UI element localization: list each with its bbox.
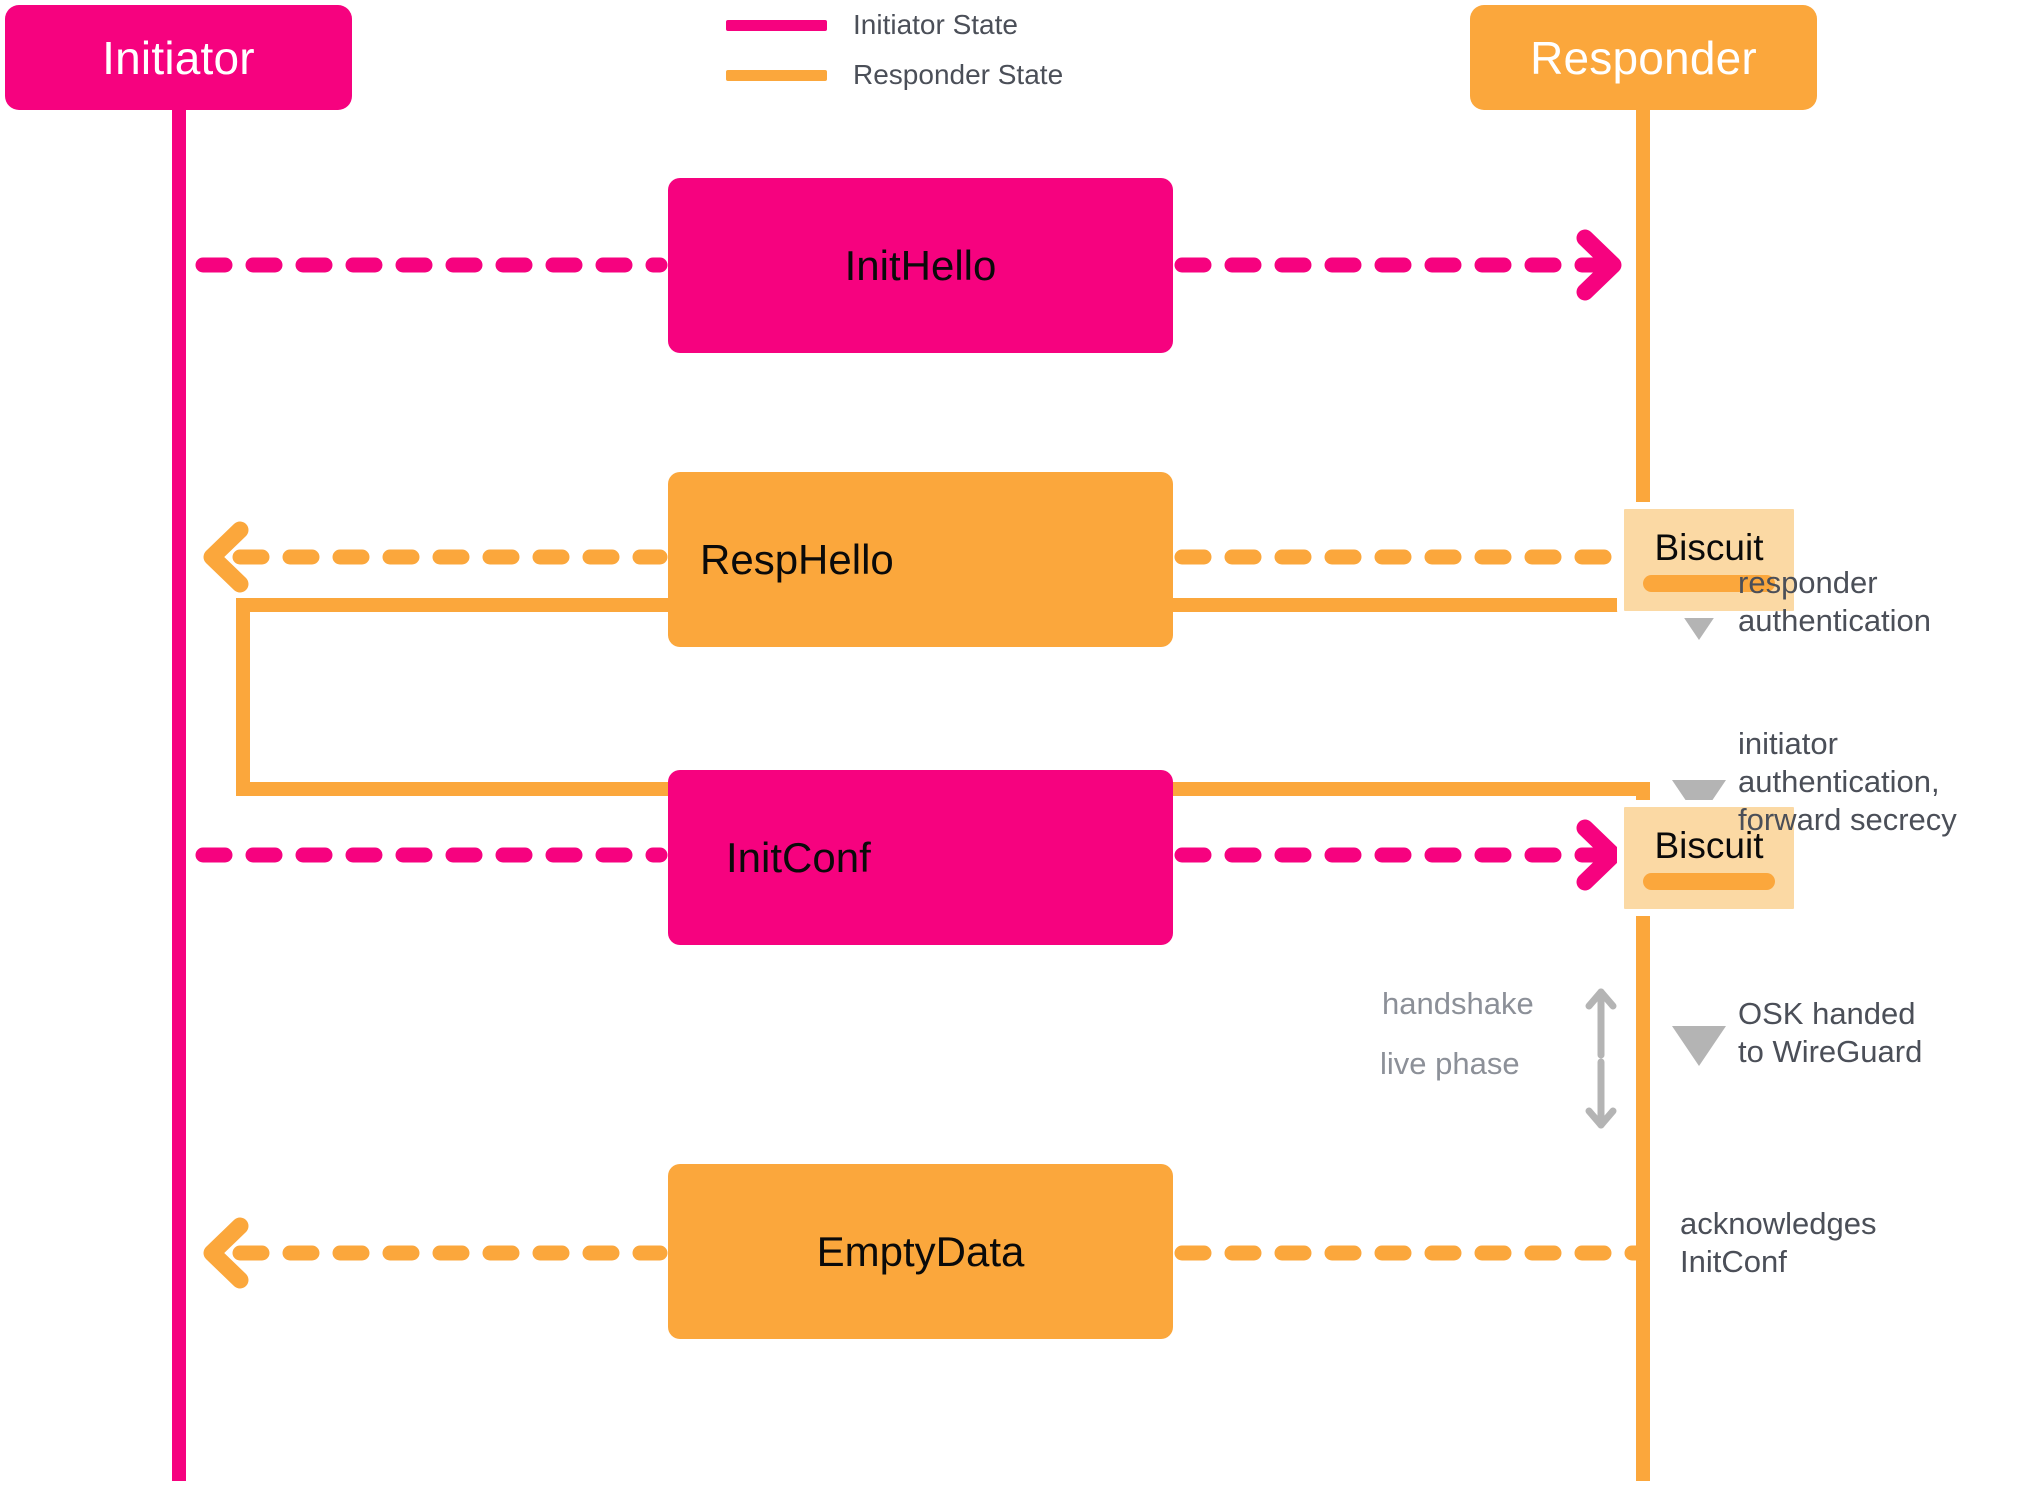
legend-item-initiator-state: Initiator State [726, 9, 1063, 40]
phase-label-handshake: handshake [1382, 986, 1534, 1021]
message-label-emptydata: EmptyData [816, 1227, 1025, 1275]
message-box-emptydata[interactable]: EmptyData [668, 1164, 1173, 1339]
message-label-initconf: InitConf [726, 833, 871, 881]
biscuit-label-initconf: Biscuit [1654, 824, 1764, 866]
annotation-osk-handed: OSK handed to WireGuard [1738, 996, 1923, 1069]
arrow-down-icon-live-phase [1585, 1058, 1617, 1129]
initiator-lifeline [172, 100, 186, 1481]
actor-responder-label: Responder [1530, 31, 1757, 84]
legend: Initiator State Responder State [726, 9, 1064, 90]
responder-state-u-left [236, 598, 250, 796]
u-corner-top [236, 598, 250, 612]
message-box-resphello[interactable]: RespHello Biscuit [668, 472, 1801, 647]
biscuit-bar-icon [1642, 574, 1776, 592]
responder-state-u-top [236, 598, 676, 612]
message-label-resphello: RespHello [700, 535, 894, 583]
legend-item-responder-state: Responder State [726, 59, 1064, 90]
legend-label-responder: Responder State [853, 59, 1064, 90]
triangle-down-icon-osk [1672, 1026, 1726, 1066]
legend-swatch-initiator [726, 19, 827, 31]
annotation-initiator-authentication: initiator authentication, forward secrec… [1738, 726, 1957, 837]
u-corner-bottom [236, 782, 250, 796]
legend-label-initiator: Initiator State [853, 9, 1018, 40]
responder-lifeline-bottom [1636, 782, 1650, 1481]
annotation-acknowledges-initconf: acknowledges InitConf [1680, 1206, 1877, 1279]
biscuit-bar-icon [1642, 872, 1776, 890]
actor-initiator[interactable]: Initiator [5, 5, 352, 110]
biscuit-badge-initconf[interactable]: Biscuit [1617, 800, 1801, 916]
actor-initiator-label: Initiator [102, 31, 255, 84]
message-label-inithello: InitHello [844, 241, 997, 289]
arrow-resphello [203, 521, 1648, 593]
arrow-inithello [195, 229, 1622, 301]
responder-state-u-bottom [236, 782, 676, 796]
annotation-responder-authentication: responder authentication [1738, 565, 1932, 638]
actor-responder[interactable]: Responder [1470, 5, 1817, 110]
message-box-initconf[interactable]: InitConf Biscuit [668, 770, 1801, 945]
arrow-emptydata [203, 1217, 1648, 1289]
biscuit-label-resphello: Biscuit [1654, 526, 1764, 568]
responder-state-to-resphello [1173, 598, 1650, 612]
responder-state-from-initconf [1173, 782, 1650, 796]
message-box-inithello[interactable]: InitHello [668, 178, 1173, 353]
responder-lifeline-top [1636, 100, 1650, 612]
arrow-initconf [195, 819, 1622, 891]
legend-swatch-responder [726, 69, 827, 81]
phase-label-live-phase: live phase [1380, 1046, 1520, 1081]
arrow-up-icon-handshake [1585, 988, 1617, 1059]
biscuit-badge-resphello[interactable]: Biscuit [1617, 502, 1801, 618]
